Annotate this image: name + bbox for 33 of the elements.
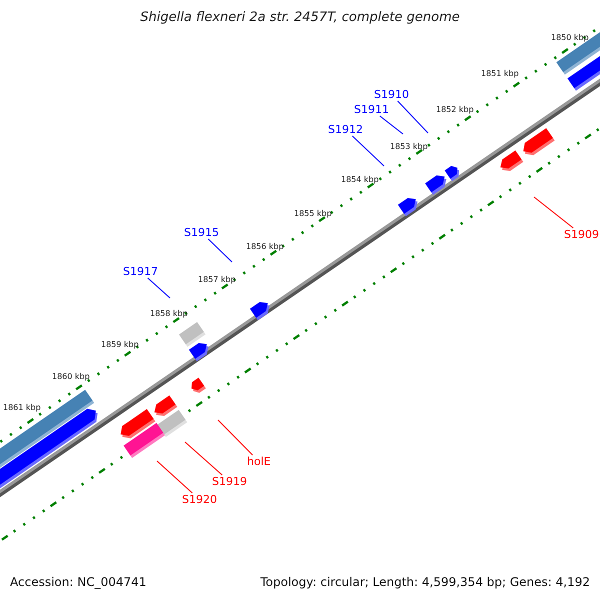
- leader-line: [147, 278, 170, 298]
- tick-label: 1855 kbp: [294, 210, 332, 218]
- tick-label: 1853 kbp: [390, 143, 428, 151]
- leader-line: [379, 116, 404, 134]
- gene-label: S1909: [564, 229, 599, 240]
- tick-label: 1850 kbp: [551, 34, 589, 42]
- tick-label: 1851 kbp: [481, 70, 519, 78]
- genome-info-text: Topology: circular; Length: 4,599,354 bp; Genes: 4,192: [260, 576, 590, 588]
- tick-label: 1854 kbp: [341, 176, 379, 184]
- leader-line: [534, 196, 574, 228]
- gene-label: S1919: [212, 476, 247, 487]
- gene-label: S1915: [184, 227, 219, 238]
- map-title: Shigella flexneri 2a str. 2457T, complete genome: [140, 11, 460, 24]
- tick-label: 1859 kbp: [101, 341, 139, 349]
- leader-line: [208, 238, 232, 262]
- leader-line: [184, 442, 223, 476]
- leader-line: [218, 420, 254, 456]
- gene-label: holE: [247, 456, 271, 467]
- tick-label: 1852 kbp: [436, 106, 474, 114]
- leader-line: [156, 460, 193, 494]
- gene-label: S1917: [123, 266, 158, 277]
- gene-label: S1920: [182, 494, 217, 505]
- leader-line: [352, 136, 384, 166]
- tick-label: 1858 kbp: [150, 310, 188, 318]
- tick-label: 1861 kbp: [3, 404, 41, 412]
- gene-label: S1910: [374, 89, 409, 100]
- tick-label: 1857 kbp: [198, 276, 236, 284]
- accession-text: Accession: NC_004741: [10, 576, 146, 588]
- gene-label: S1912: [328, 124, 363, 135]
- tick-label: 1860 kbp: [52, 373, 90, 381]
- gene-label: S1911: [354, 104, 389, 115]
- leader-line: [397, 100, 428, 134]
- tick-label: 1856 kbp: [246, 243, 284, 251]
